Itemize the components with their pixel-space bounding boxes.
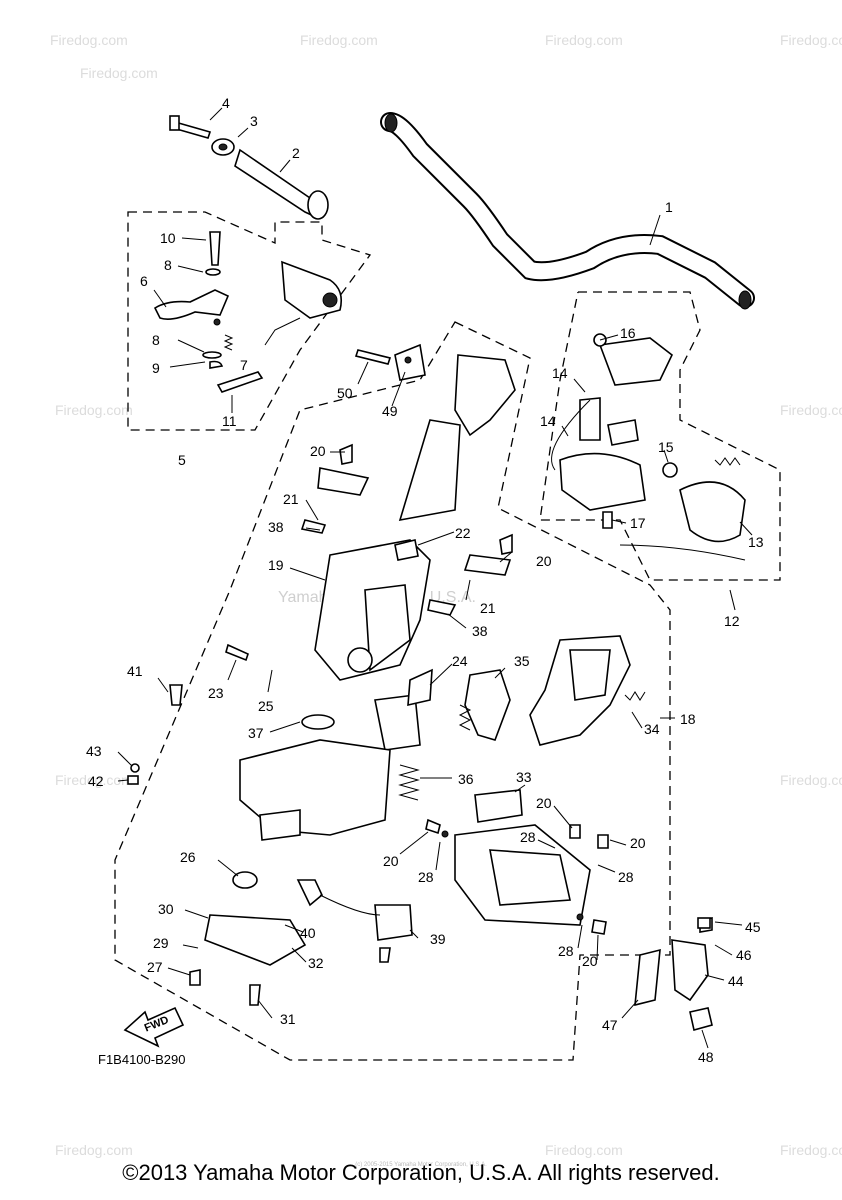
callout-20f: 20	[582, 953, 598, 969]
upper-column	[354, 343, 516, 522]
callout-6: 6	[140, 273, 148, 289]
callout-5: 5	[178, 452, 186, 468]
callout-21b: 21	[480, 600, 496, 616]
callout-20a: 20	[310, 443, 326, 459]
callout-30: 30	[158, 901, 174, 917]
callout-13: 13	[748, 534, 764, 550]
callout-2: 2	[292, 145, 300, 161]
callout-21a: 21	[283, 491, 299, 507]
callout-38a: 38	[268, 519, 284, 535]
callout-40: 40	[300, 925, 316, 941]
callout-17: 17	[630, 515, 646, 531]
callout-10: 10	[160, 230, 176, 246]
watermark-top-mid: Firedog.com	[300, 32, 378, 48]
actuator-group	[374, 635, 646, 823]
callout-46: 46	[736, 947, 752, 963]
callout-31: 31	[280, 1011, 296, 1027]
callout-28b: 28	[520, 829, 536, 845]
callout-47: 47	[602, 1017, 618, 1033]
fwd-arrow: FWD	[123, 1006, 185, 1048]
callout-26: 26	[180, 849, 196, 865]
callout-20b: 20	[536, 553, 552, 569]
watermark-tl: Firedog.com	[50, 32, 128, 48]
callout-27: 27	[147, 959, 163, 975]
assembly-outlines	[114, 211, 781, 1061]
callout-1: 1	[665, 199, 673, 215]
callout-28a: 28	[418, 869, 434, 885]
callout-28d: 28	[558, 943, 574, 959]
assembly-12-outline	[539, 291, 781, 581]
watermark-tl2: Firedog.com	[80, 65, 158, 81]
watermark-left-1: Firedog.com	[55, 402, 133, 418]
callout-48: 48	[698, 1049, 714, 1065]
callout-28c: 28	[618, 869, 634, 885]
callout-41: 41	[127, 663, 143, 679]
watermark-top-right: Firedog.com	[545, 32, 623, 48]
small-bracket	[634, 917, 713, 1031]
callout-42: 42	[88, 773, 104, 789]
watermark-right-2: Firedog.com	[780, 772, 842, 788]
callout-24: 24	[452, 653, 468, 669]
callout-4: 4	[222, 95, 230, 111]
callout-19: 19	[268, 557, 284, 573]
callout-29: 29	[153, 935, 169, 951]
callout-11: 11	[222, 413, 237, 429]
callout-3: 3	[250, 113, 258, 129]
switch-assembly	[551, 333, 746, 561]
diagram-code: F1B4100-B290	[98, 1052, 185, 1067]
handlebar-part	[380, 112, 755, 310]
callout-33: 33	[516, 769, 532, 785]
throttle-group	[153, 231, 343, 393]
callout-37: 37	[248, 725, 264, 741]
callout-36: 36	[458, 771, 474, 787]
callout-8a: 8	[164, 257, 172, 273]
callout-8b: 8	[152, 332, 160, 348]
callout-20c: 20	[383, 853, 399, 869]
callout-14a: 14	[552, 365, 568, 381]
callout-50: 50	[337, 385, 353, 401]
callout-23: 23	[208, 685, 224, 701]
grip-assembly	[169, 115, 329, 220]
callout-38b: 38	[472, 623, 488, 639]
callout-12: 12	[724, 613, 740, 629]
assembly-5-outline	[127, 211, 372, 431]
watermark-group: Firedog.com Firedog.com Firedog.com Fire…	[50, 32, 842, 1158]
callout-20e: 20	[630, 835, 646, 851]
callouts: 1 2 3 4 5 6 7 8 8 9 10 11 12 13 14 14 15…	[86, 95, 764, 1065]
callout-25: 25	[258, 698, 274, 714]
steering-body	[300, 443, 513, 681]
callout-34: 34	[644, 721, 660, 737]
small-notice: (c) 2005-2015 Yamaha Motor Corporation, …	[355, 1162, 487, 1168]
watermark-bottom-mid: Firedog.com	[545, 1142, 623, 1158]
lower-housing	[204, 714, 420, 966]
watermark-right-1: Firedog.com	[780, 402, 842, 418]
callout-32: 32	[308, 955, 324, 971]
callout-15: 15	[658, 439, 674, 455]
callout-22: 22	[455, 525, 471, 541]
watermark-left-2: Firedog.com	[55, 772, 133, 788]
assembly-18-outline	[114, 321, 671, 1061]
callout-39: 39	[430, 931, 446, 947]
watermark-bottom-left: Firedog.com	[55, 1142, 133, 1158]
lower-bracket	[441, 824, 591, 926]
callout-9: 9	[152, 360, 160, 376]
leader-lines	[117, 107, 753, 1049]
watermark-bottom-right: Firedog.com	[780, 1142, 842, 1158]
callout-43: 43	[86, 743, 102, 759]
callout-7: 7	[240, 357, 248, 373]
callout-16: 16	[620, 325, 636, 341]
callout-45: 45	[745, 919, 761, 935]
callout-35: 35	[514, 653, 530, 669]
callout-20d: 20	[536, 795, 552, 811]
copyright-footer: ©2013 Yamaha Motor Corporation, U.S.A. A…	[122, 1160, 720, 1185]
callout-18: 18	[680, 711, 696, 727]
callout-49: 49	[382, 403, 398, 419]
fasteners	[127, 511, 711, 1006]
watermark-top-far: Firedog.com	[780, 32, 842, 48]
callout-14b: 14	[540, 413, 556, 429]
callout-44: 44	[728, 973, 744, 989]
